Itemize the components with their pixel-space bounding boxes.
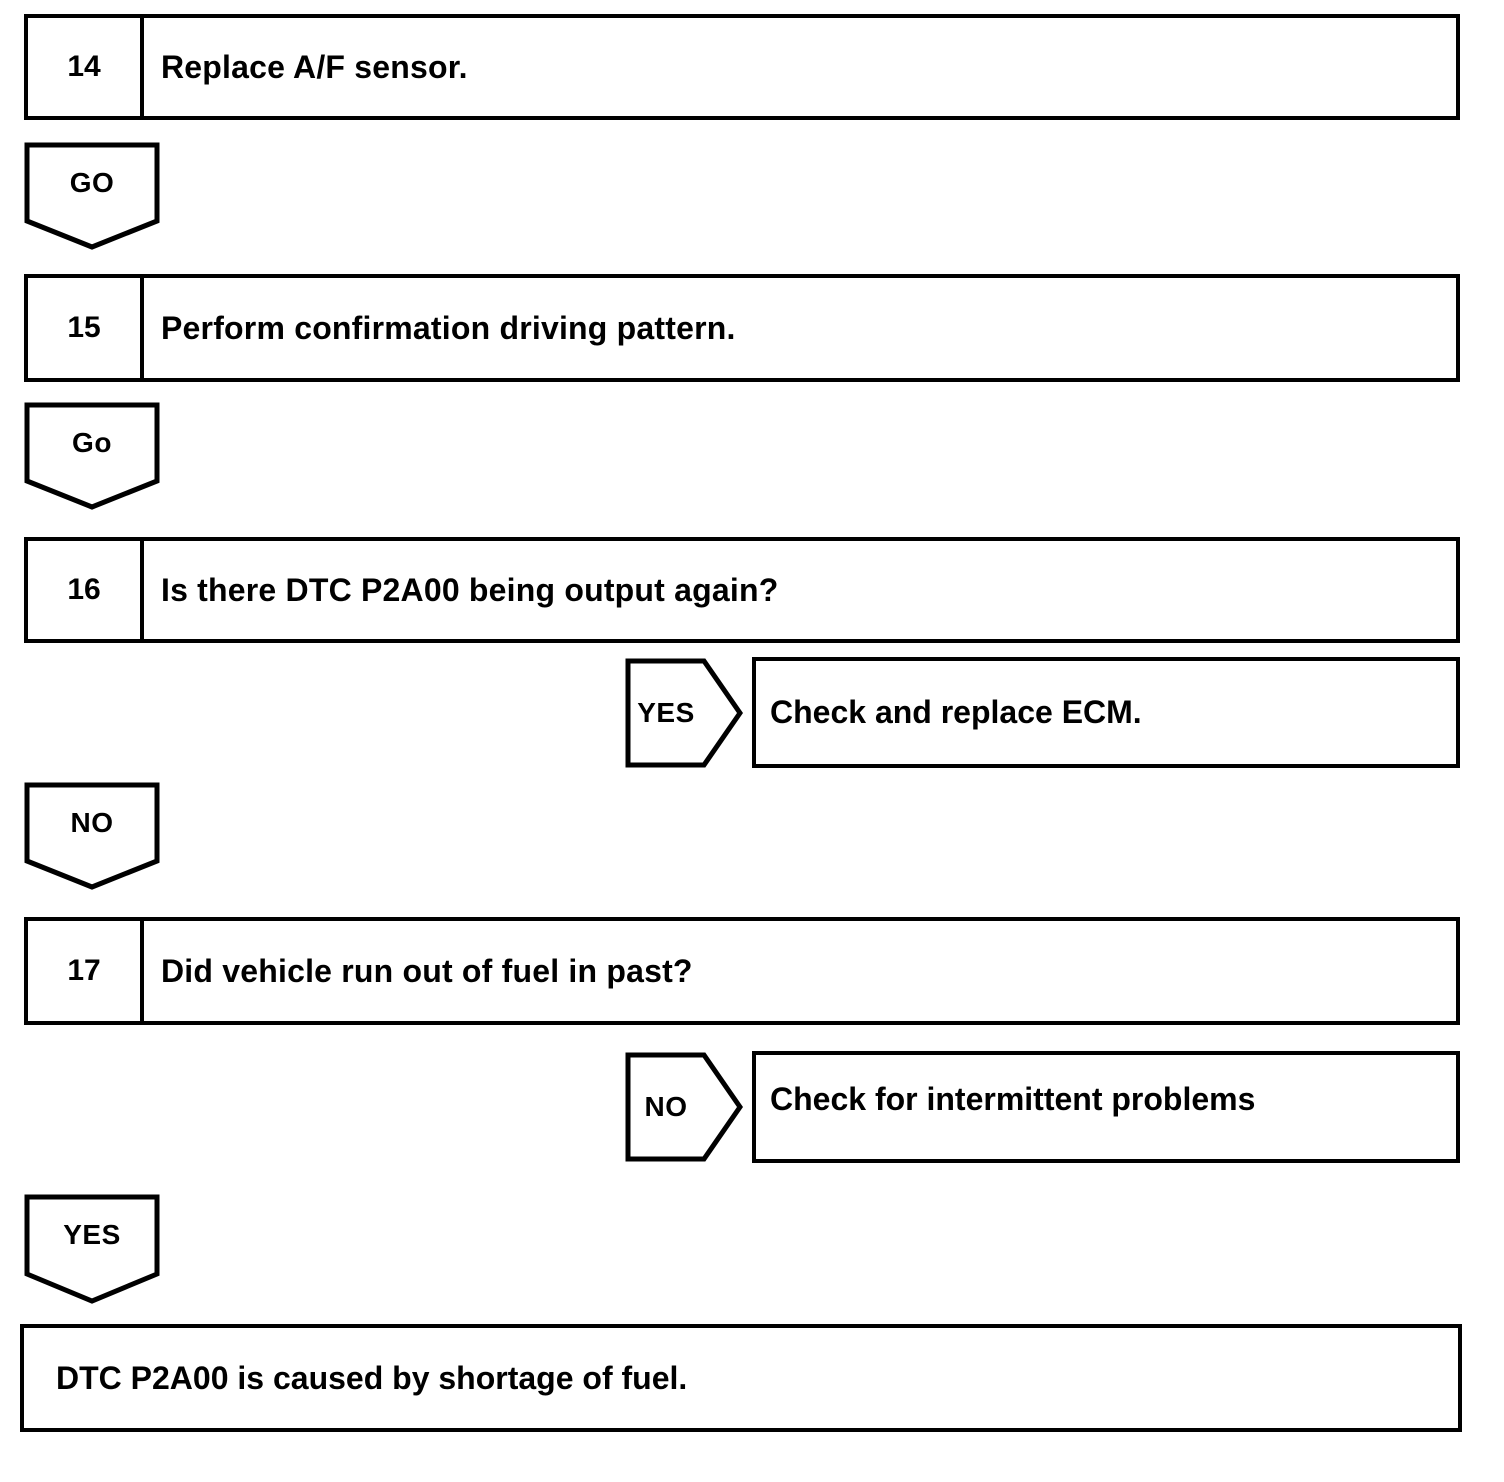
result-box-intermittent: Check for intermittent problems	[752, 1051, 1460, 1163]
pentagon-down-icon	[24, 142, 160, 250]
step-text: Is there DTC P2A00 being output again?	[161, 571, 779, 608]
step-number: 14	[28, 18, 144, 116]
step-number: 15	[28, 278, 144, 378]
conclusion-text: DTC P2A00 is caused by shortage of fuel.	[56, 1359, 688, 1396]
pentagon-right-icon	[625, 1052, 743, 1162]
connector-yes-down: YES	[24, 1194, 160, 1304]
connector-label: NO	[644, 1091, 688, 1122]
pentagon-down-icon	[24, 1194, 160, 1304]
step-text: Did vehicle run out of fuel in past?	[161, 952, 693, 989]
step-number: 17	[28, 921, 144, 1021]
step-box-15: 15 Perform confirmation driving pattern.	[24, 274, 1460, 382]
result-box-ecm: Check and replace ECM.	[752, 657, 1460, 768]
connector-no-down: NO	[24, 782, 160, 890]
step-number: 16	[28, 541, 144, 639]
result-text: Check and replace ECM.	[770, 694, 1142, 730]
connector-go-down: Go	[24, 402, 160, 510]
result-text: Check for intermittent problems	[770, 1081, 1256, 1117]
step-box-14: 14 Replace A/F sensor.	[24, 14, 1460, 120]
connector-label: YES	[637, 697, 695, 728]
connector-label: Go	[72, 427, 112, 458]
step-box-17: 17 Did vehicle run out of fuel in past?	[24, 917, 1460, 1025]
pentagon-right-icon	[625, 658, 743, 768]
connector-go-down: GO	[24, 142, 160, 250]
step-box-16: 16 Is there DTC P2A00 being output again…	[24, 537, 1460, 643]
connector-no-right: NO	[625, 1052, 743, 1162]
connector-yes-right: YES	[625, 658, 743, 768]
connector-label: GO	[69, 167, 115, 198]
connector-label: NO	[70, 807, 114, 838]
step-text: Perform confirmation driving pattern.	[161, 309, 736, 346]
step-text: Replace A/F sensor.	[161, 48, 468, 85]
pentagon-down-icon	[24, 402, 160, 510]
connector-label: YES	[63, 1219, 121, 1250]
pentagon-down-icon	[24, 782, 160, 890]
conclusion-box: DTC P2A00 is caused by shortage of fuel.	[20, 1324, 1462, 1432]
